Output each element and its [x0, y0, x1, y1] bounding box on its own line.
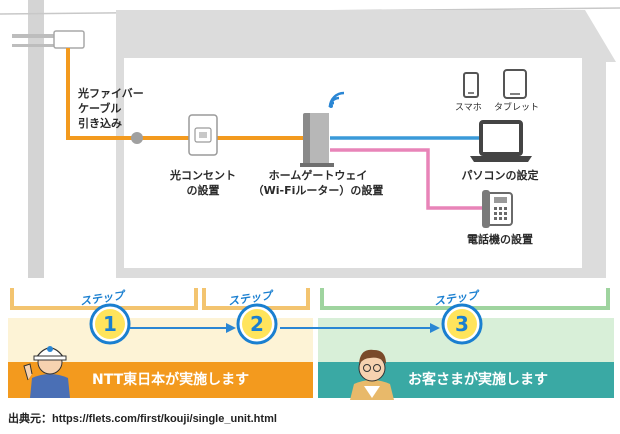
smartphone-label: スマホ [455, 103, 482, 113]
smartphone-icon [463, 72, 479, 98]
optical-outlet-icon [188, 114, 218, 156]
fiber-label-line3: 引き込み [78, 117, 122, 130]
laptop-icon [470, 120, 532, 162]
fiber-label-line2: ケーブル [78, 102, 122, 115]
outlet-label-line2: の設置 [186, 184, 220, 197]
gateway-label-line2: （Wi-Fiルーター）の設置 [252, 184, 384, 197]
step-circle-1 [89, 303, 131, 345]
step-arrows [130, 323, 440, 333]
gateway-label-line1: ホームゲートウェイ [268, 169, 368, 182]
outlet-label-line1: 光コンセント [170, 169, 236, 182]
ntt-worker-illustration [23, 346, 70, 398]
customer-band-text: お客さまが実施します [408, 372, 548, 388]
wifi-icon [328, 91, 345, 108]
source-citation: 出典元：https://flets.com/first/kouji/single… [8, 413, 277, 425]
step-number-3: 3 [455, 312, 469, 336]
pc-label: パソコンの設定 [461, 169, 539, 182]
tablet-label: タブレット [494, 103, 540, 113]
customer-illustration [350, 349, 394, 400]
fiber-label-line1: 光ファイバー [78, 87, 144, 100]
step-number-2: 2 [250, 312, 264, 336]
step-circle-3 [441, 303, 483, 345]
telephone-icon [482, 190, 513, 228]
phone-label: 電話機の設置 [467, 233, 533, 246]
router-icon [300, 113, 334, 167]
utility-pole [0, 0, 620, 278]
tablet-icon [503, 69, 527, 99]
step-circle-2 [236, 303, 278, 345]
ntt-band-text: NTT東日本が実施します [92, 372, 250, 388]
step-number-1: 1 [103, 312, 117, 336]
cables [66, 48, 482, 210]
